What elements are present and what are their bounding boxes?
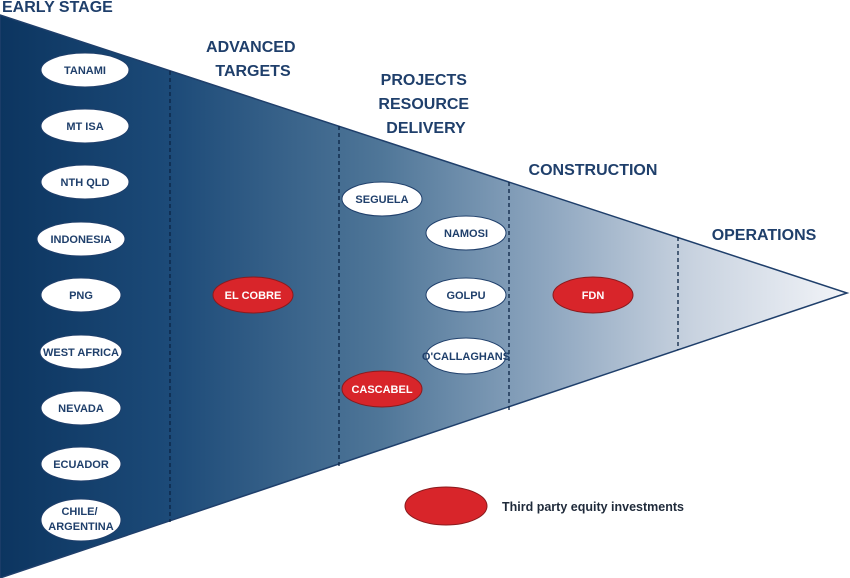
pill-shape (36, 221, 126, 257)
early-stage-item: NEVADA (40, 390, 122, 426)
stage-label-construction: CONSTRUCTION (529, 162, 658, 179)
legend: Third party equity investments (404, 486, 684, 526)
pill-shape (40, 390, 122, 426)
pill-shape (425, 337, 507, 375)
pill-shape-third-party (552, 276, 634, 314)
pill-label: GOLPU (446, 290, 485, 302)
project-item: SEGUELA (341, 181, 423, 217)
pill-shape (40, 52, 130, 88)
pill-label: MT ISA (66, 121, 103, 133)
pipeline-funnel (0, 14, 850, 578)
pill-shape-third-party (212, 276, 294, 314)
early-stage-item: ECUADOR (40, 446, 122, 482)
pill-label: WEST AFRICA (43, 347, 119, 359)
early-stage-item: WEST AFRICA (39, 334, 123, 370)
pill-shape (40, 108, 130, 144)
pill-shape (341, 181, 423, 217)
pill-label: INDONESIA (50, 234, 111, 246)
pill-label: NAMOSI (444, 228, 488, 240)
early-stage-item: MT ISA (40, 108, 130, 144)
early-stage-item: TANAMI (40, 52, 130, 88)
pill-label: NEVADA (58, 403, 104, 415)
early-stage-item: NTH QLD (40, 164, 130, 200)
advanced-target-item: EL COBRE (212, 276, 294, 314)
legend-swatch (404, 486, 488, 526)
pill-shape (40, 446, 122, 482)
stage-label-projects: PROJECTS RESOURCE DELIVERY (378, 72, 473, 137)
construction-item: FDN (552, 276, 634, 314)
project-item: NAMOSI (425, 215, 507, 251)
pill-shape (425, 277, 507, 313)
pill-label: SEGUELA (355, 194, 408, 206)
project-item: O'CALLAGHANS (422, 337, 510, 375)
pill-shape-third-party (341, 370, 423, 408)
pill-label: TANAMI (64, 65, 106, 77)
pill-label: CHILE/ ARGENTINA (48, 506, 113, 533)
legend-label: Third party equity investments (502, 500, 684, 514)
pill-label: PNG (69, 290, 93, 302)
pill-shape (40, 164, 130, 200)
stage-label-operations: OPERATIONS (712, 227, 817, 244)
pill-label: FDN (582, 290, 605, 302)
pill-label: EL COBRE (225, 290, 282, 302)
pill-label: O'CALLAGHANS (422, 351, 510, 363)
pill-label: NTH QLD (61, 177, 110, 189)
pill-shape (40, 277, 122, 313)
early-stage-item: INDONESIA (36, 221, 126, 257)
stage-label-early: EARLY STAGE (2, 0, 113, 16)
project-item: CASCABEL (341, 370, 423, 408)
pill-shape (425, 215, 507, 251)
project-item: GOLPU (425, 277, 507, 313)
pill-label: CASCABEL (351, 384, 412, 396)
pill-label: ECUADOR (53, 459, 109, 471)
stage-label-advanced: ADVANCED TARGETS (206, 39, 300, 80)
early-stage-item: CHILE/ ARGENTINA (40, 498, 122, 542)
early-stage-item: PNG (40, 277, 122, 313)
pill-shape (40, 498, 122, 542)
pill-shape (39, 334, 123, 370)
